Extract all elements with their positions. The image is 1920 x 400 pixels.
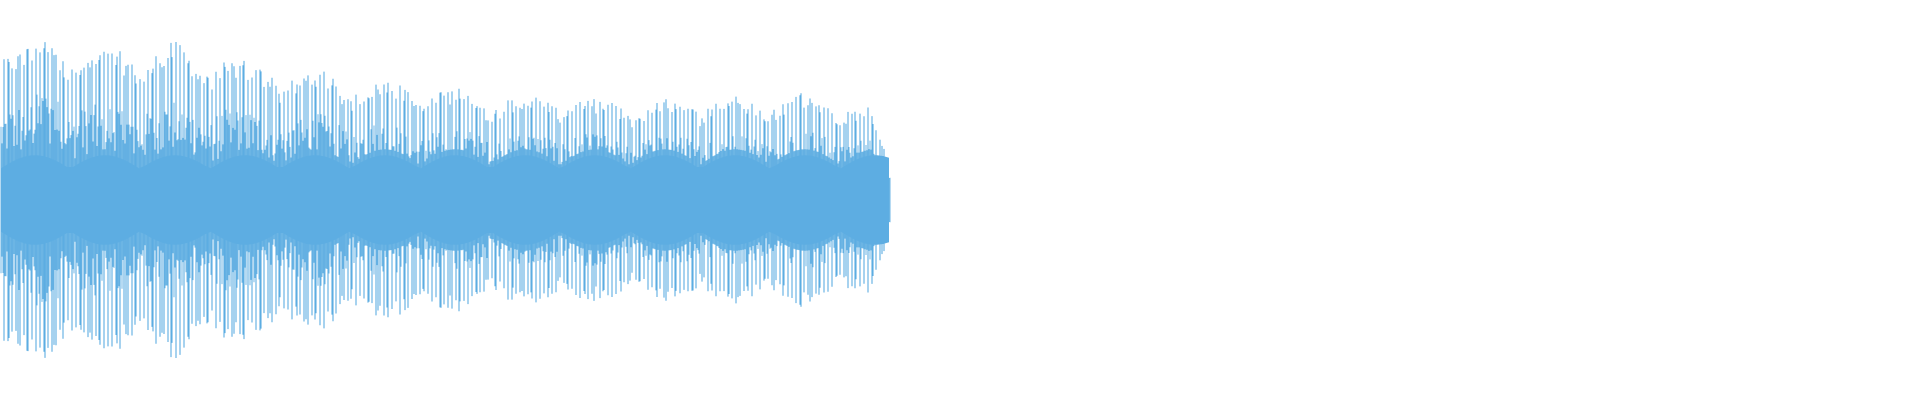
waveform-bars [0, 42, 891, 358]
waveform-core-band [1, 155, 889, 245]
empty-track-region[interactable] [891, 0, 1920, 400]
